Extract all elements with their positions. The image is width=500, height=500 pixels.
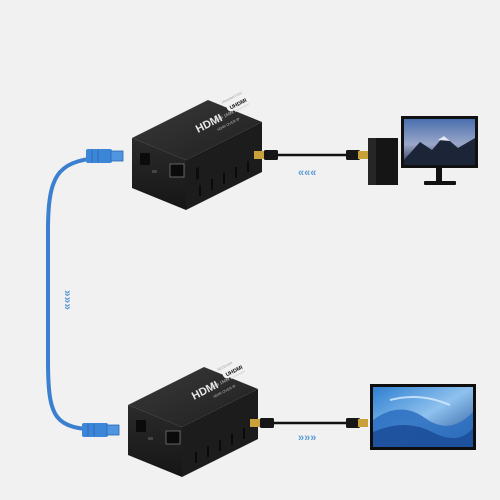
rj45-port	[165, 430, 181, 445]
vent-slots	[196, 166, 199, 181]
power-port	[136, 420, 146, 432]
desktop-pc-icon	[368, 116, 478, 185]
display-direction-arrow: »»»	[298, 432, 316, 444]
role-label: RECEIVER	[217, 361, 234, 372]
receiver-box: HDMI HDMI 150M Extender HDMI OVER IP UHD…	[128, 361, 258, 477]
ethernet-cable: »»»	[46, 149, 124, 437]
power-port	[140, 153, 150, 165]
indicator-led	[152, 170, 157, 173]
transmitter-box: HDMI HDMI 150M Extender HDMI OVER IP UHD…	[132, 91, 262, 210]
source-direction-arrow: «««	[298, 167, 316, 179]
rj45-plug-top	[86, 149, 124, 163]
rj45-plug-bottom	[82, 423, 120, 437]
hdmi-cable-source: «««	[254, 150, 368, 179]
monitor	[401, 116, 478, 185]
hdmi-cable-display: »»»	[250, 418, 368, 444]
tv-display-icon	[370, 384, 476, 450]
lan-direction-arrow: »»»	[61, 290, 75, 310]
indicator-led	[148, 437, 153, 440]
rj45-port	[169, 163, 185, 178]
